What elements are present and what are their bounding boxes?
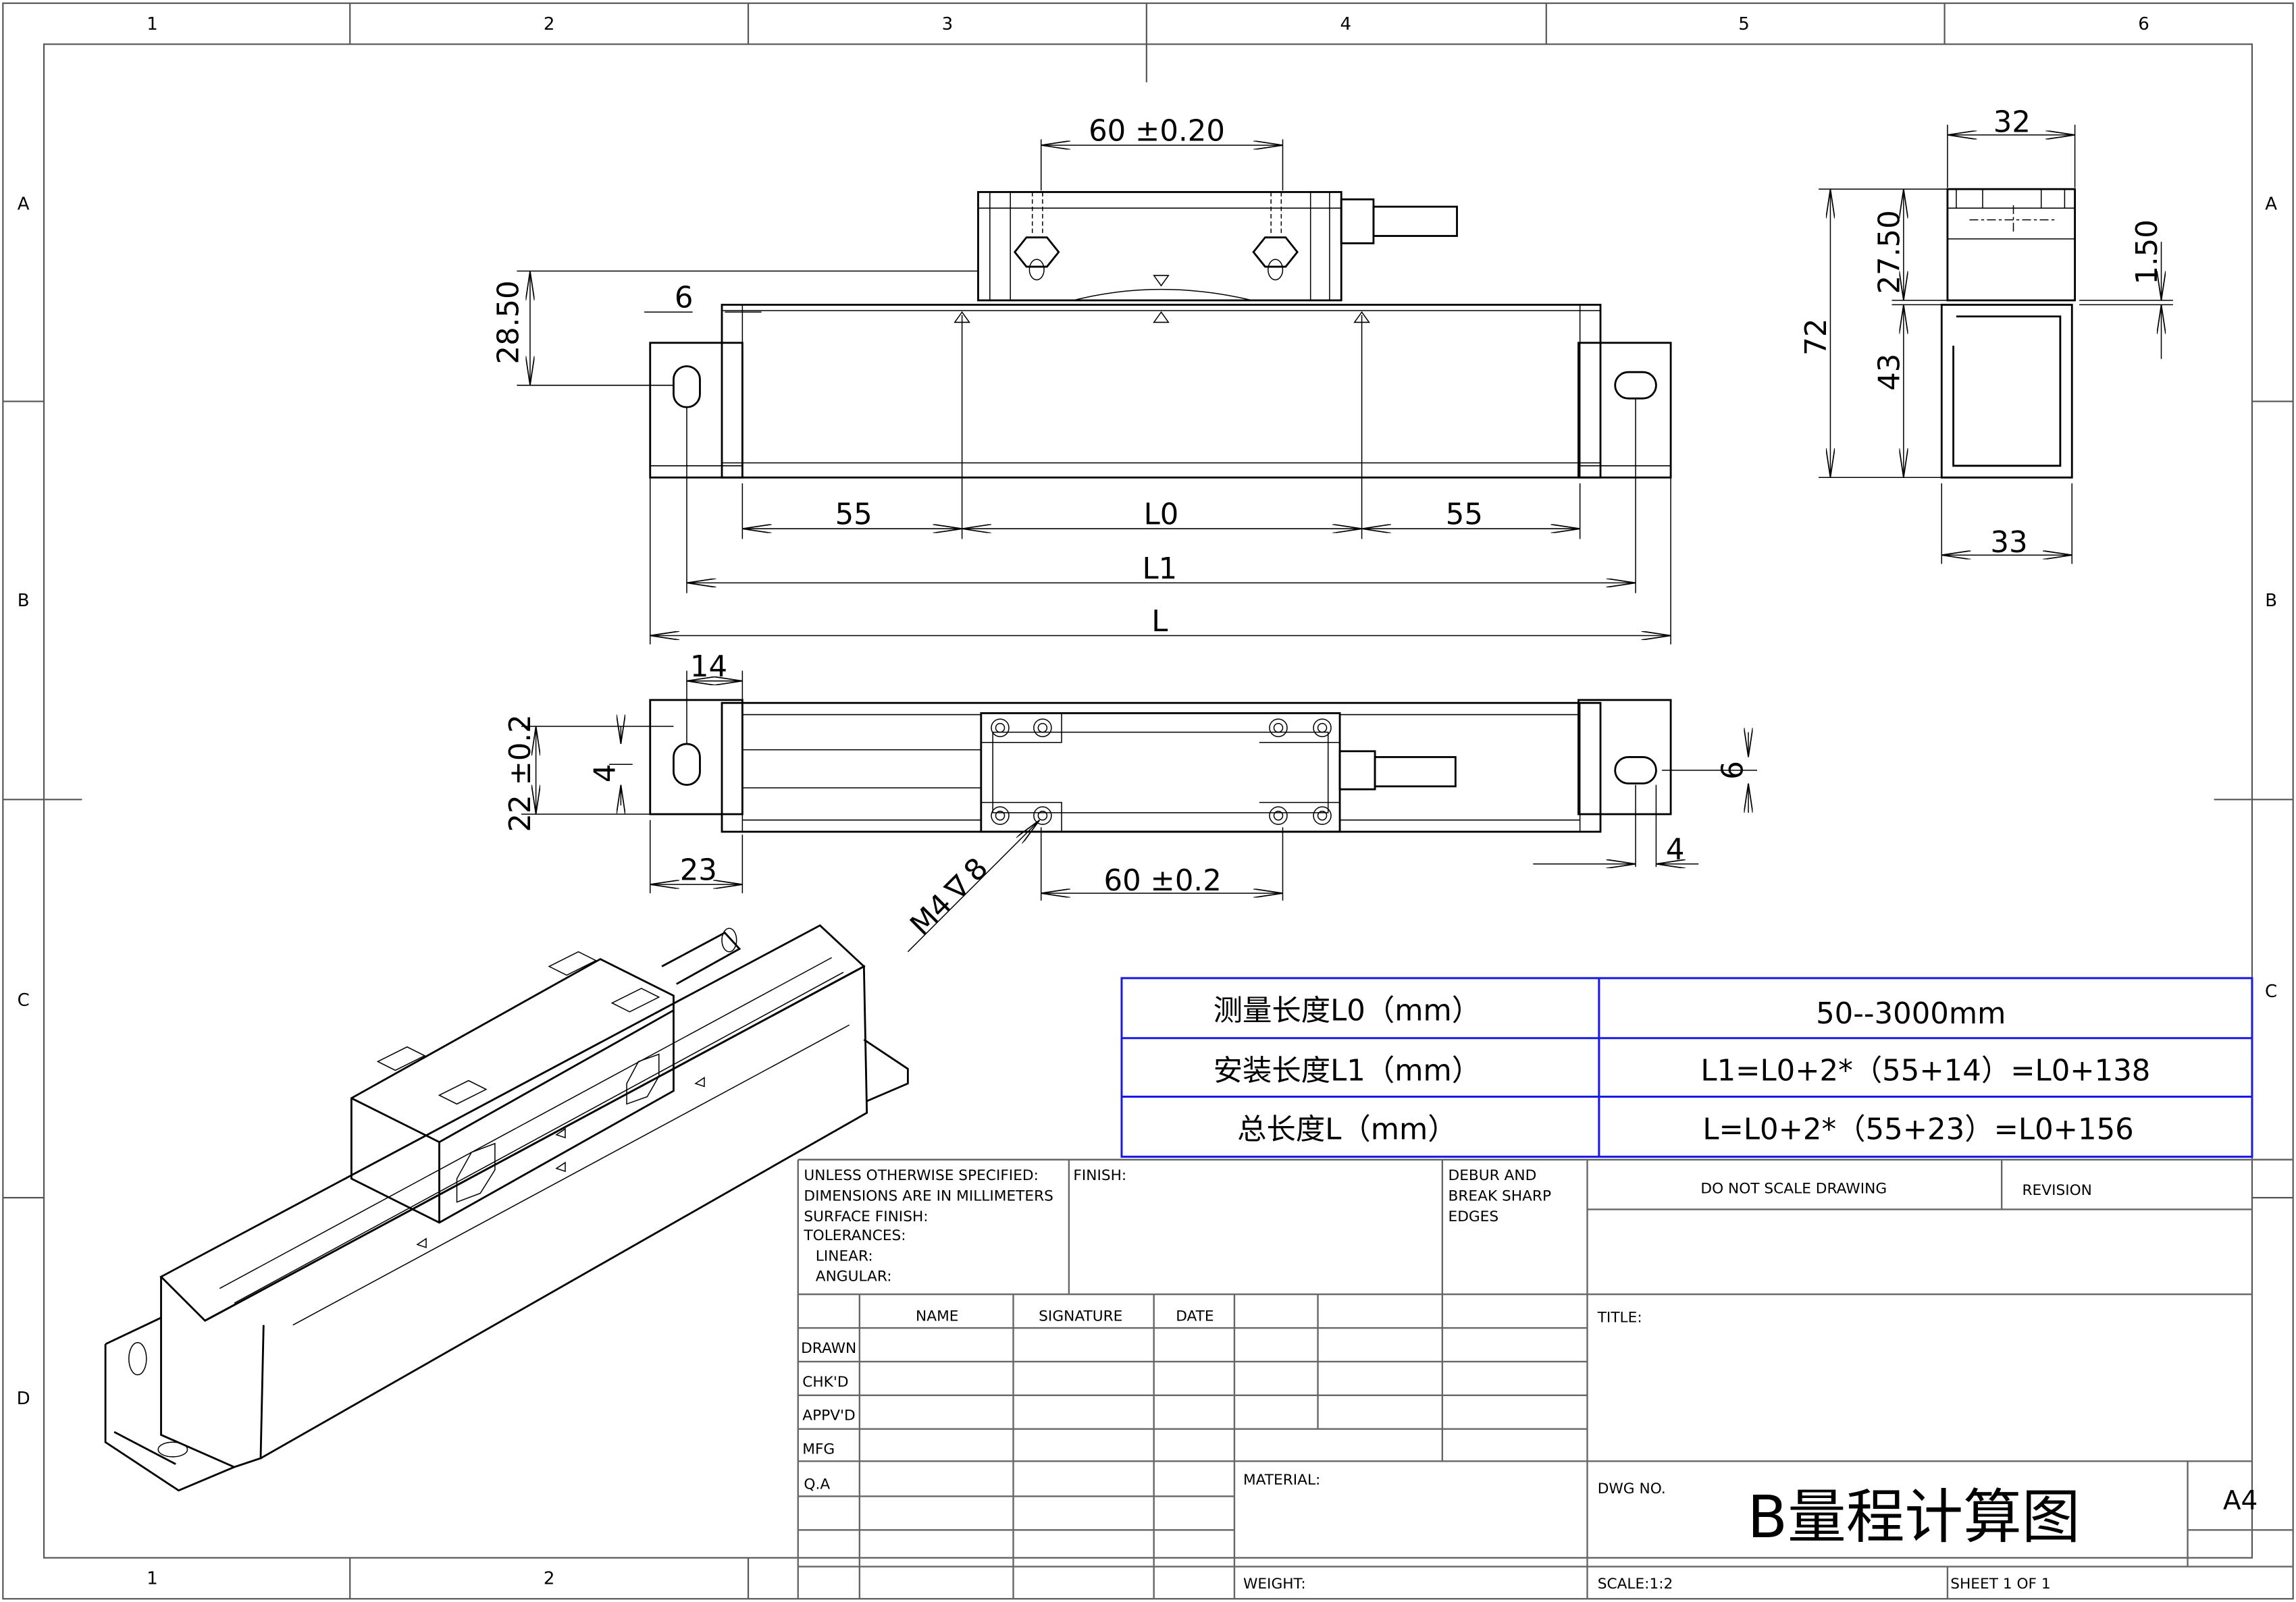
zone-row-d: D	[17, 1389, 30, 1409]
zone-row-c-right: C	[2265, 982, 2277, 1002]
zone-row-b: B	[18, 591, 30, 611]
top-dim-labels: 14 22 ±0.2 4 23 60 ±0.2 M4 ∇ 8 6 4	[504, 650, 1750, 942]
drawing-name: B量程计算图	[1748, 1483, 2081, 1551]
tb-role-qa: Q.A	[804, 1476, 830, 1493]
dim-slot-width-right: 6	[1716, 761, 1750, 780]
sheet-size: A4	[2223, 1486, 2258, 1516]
dim-gap: 6	[675, 282, 694, 315]
zone-row-a-right: A	[2265, 194, 2277, 214]
tb-dimensions: DIMENSIONS ARE IN MILLIMETERS	[804, 1187, 1053, 1204]
tb-role-checked: CHK'D	[802, 1374, 848, 1391]
zone-col-2-bottom: 2	[544, 1569, 555, 1589]
cable	[1372, 205, 1458, 237]
dim-end-right: 55	[1446, 498, 1483, 532]
slot-right	[1614, 371, 1657, 400]
tb-angular: ANGULAR:	[816, 1269, 892, 1285]
table-value-l1: L1=L0+2*（55+14）=L0+138	[1700, 1054, 2150, 1088]
tb-weight: WEIGHT:	[1243, 1576, 1306, 1593]
side-view	[1940, 188, 2076, 479]
zone-labels: 1 2 3 4 5 6 1 2 A B C D A B C	[17, 14, 2278, 1589]
dim-width-bottom: 33	[1990, 526, 2027, 560]
top-view-dimensions	[521, 670, 1758, 953]
table-label-l0: 测量长度L0（mm）	[1214, 994, 1481, 1028]
front-view	[649, 191, 1672, 479]
tb-title-label: TITLE:	[1597, 1309, 1642, 1326]
front-view-dimensions	[517, 139, 1671, 645]
tb-scale: SCALE:1:2	[1598, 1576, 1673, 1593]
dim-gap-side: 1.50	[2131, 219, 2164, 285]
dim-width-top: 32	[1993, 106, 2031, 140]
zone-row-a: A	[18, 194, 30, 214]
front-dim-labels: 60 ±0.20 28.50 6 55 L0 55 L1 L	[492, 115, 1483, 639]
dim-thread: M4	[904, 888, 958, 942]
tb-unless: UNLESS OTHERWISE SPECIFIED:	[804, 1167, 1038, 1184]
dim-bracket: 23	[680, 854, 717, 888]
top-view	[649, 699, 1672, 833]
dim-slot-pos: 22 ±0.2	[504, 714, 538, 832]
tb-role-drawn: DRAWN	[801, 1340, 856, 1357]
title-block: UNLESS OTHERWISE SPECIFIED: DIMENSIONS A…	[797, 1158, 2293, 1599]
dim-head-height: 27.50	[1873, 210, 1906, 294]
table-value-l: L=L0+2*（55+23）=L0+156	[1702, 1113, 2133, 1146]
isometric-view	[104, 924, 909, 1492]
tb-finish: FINISH:	[1073, 1167, 1126, 1184]
dim-slot-height-right: 4	[1666, 833, 1685, 867]
table-label-l1: 安装长度L1（mm）	[1214, 1054, 1481, 1088]
dim-height-total: 72	[1800, 319, 1833, 356]
table-value-l0: 50--3000mm	[1816, 997, 2006, 1031]
side-dim-labels: 32 72 27.50 43 1.50 33	[1800, 106, 2164, 560]
tb-header-signature: SIGNATURE	[1039, 1308, 1122, 1325]
slot-left	[673, 365, 701, 408]
tb-tolerances: TOLERANCES:	[803, 1227, 906, 1244]
dim-hole-spacing: 60 ±0.2	[1104, 864, 1222, 898]
tb-revision: REVISION	[2023, 1182, 2092, 1199]
tb-role-approved: APPV'D	[802, 1408, 855, 1424]
tb-dwg-no: DWG NO.	[1598, 1480, 1666, 1497]
tb-debur-3: EDGES	[1449, 1208, 1499, 1225]
table-label-l: 总长度L（mm）	[1237, 1113, 1457, 1146]
zone-row-b-right: B	[2265, 591, 2277, 611]
dim-slot-offset: 14	[690, 650, 727, 684]
tb-linear: LINEAR:	[816, 1248, 873, 1264]
dim-height: 28.50	[492, 280, 526, 364]
dim-end-left: 55	[835, 498, 872, 532]
dim-slot-width: 4	[589, 764, 623, 783]
tb-header-date: DATE	[1176, 1308, 1214, 1325]
tb-material: MATERIAL:	[1243, 1472, 1320, 1489]
tb-debur-2: BREAK SHARP	[1449, 1187, 1552, 1204]
zone-col-1: 1	[147, 14, 158, 34]
dim-l0: L0	[1144, 498, 1179, 532]
dim-l1: L1	[1142, 552, 1177, 586]
tb-do-not-scale: DO NOT SCALE DRAWING	[1700, 1181, 1887, 1198]
side-view-dimensions	[1819, 124, 2173, 564]
zone-col-4: 4	[1340, 14, 1351, 34]
formula-table: 测量长度L0（mm） 50--3000mm 安装长度L1（mm） L1=L0+2…	[1120, 977, 2253, 1158]
dim-body-height: 43	[1873, 354, 1906, 391]
tb-debur-1: DEBUR AND	[1449, 1167, 1537, 1184]
zone-col-6: 6	[2138, 14, 2149, 34]
zone-col-3: 3	[942, 14, 954, 34]
tb-surface-finish: SURFACE FINISH:	[804, 1208, 928, 1225]
dim-l: L	[1151, 605, 1168, 639]
tb-role-mfg: MFG	[802, 1441, 835, 1458]
zone-col-1-bottom: 1	[147, 1569, 158, 1589]
dim-head-spacing: 60 ±0.20	[1089, 115, 1225, 149]
zone-col-2: 2	[544, 14, 555, 34]
tb-header-name: NAME	[916, 1308, 958, 1325]
tb-sheet: SHEET 1 OF 1	[1950, 1576, 2050, 1593]
zone-col-5: 5	[1738, 14, 1750, 34]
reader-head	[977, 191, 1342, 302]
zone-row-c: C	[18, 990, 30, 1011]
